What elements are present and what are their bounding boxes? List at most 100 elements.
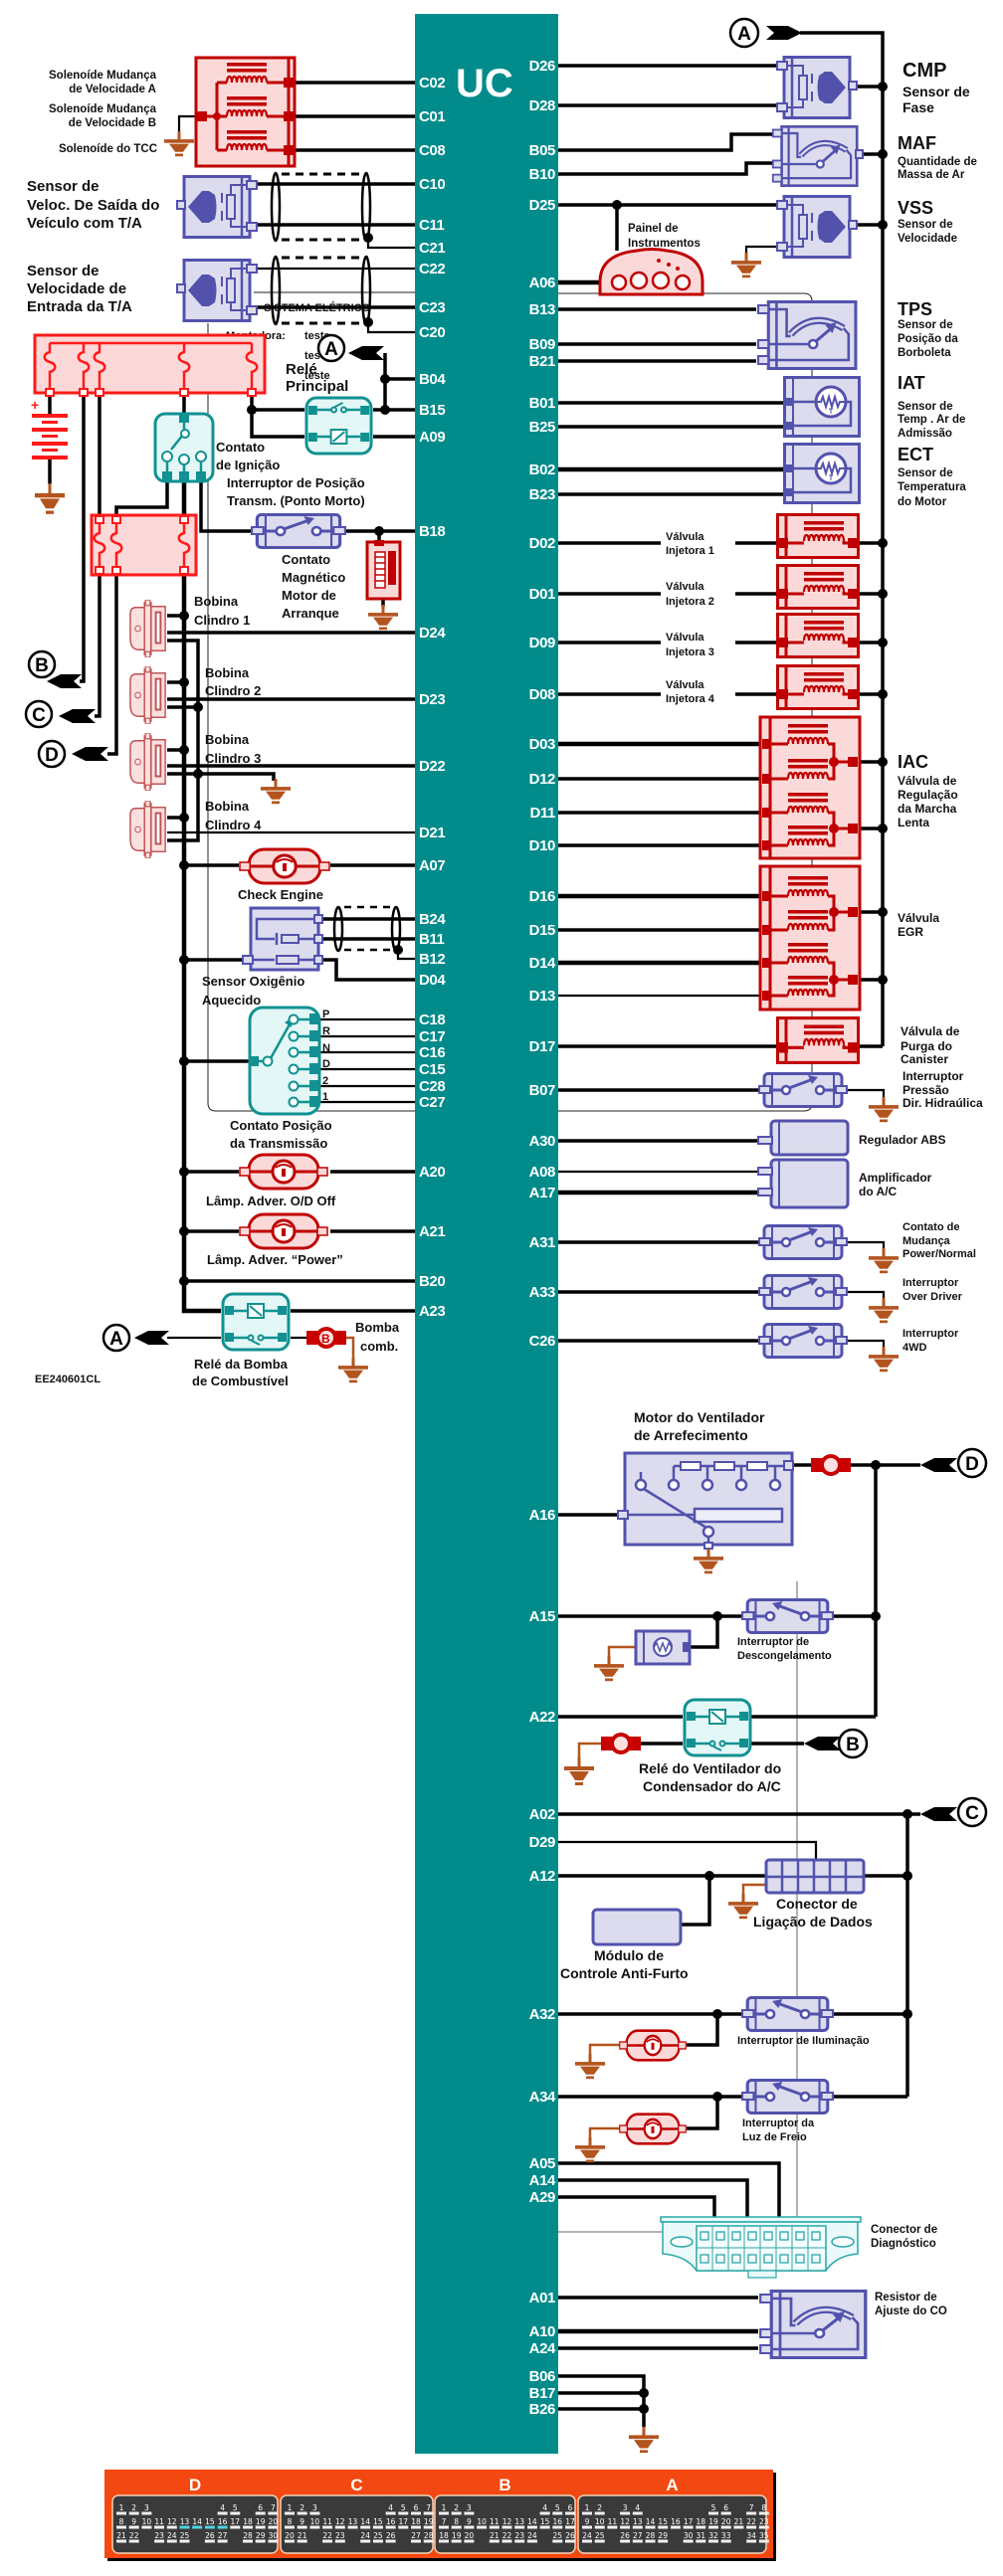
label-ignition-switch: Contato <box>216 440 265 455</box>
connector-pin <box>565 2539 575 2543</box>
label-purge: Purga do <box>901 1039 952 1053</box>
connector-pin-number: 26 <box>386 2531 396 2540</box>
heated-oxygen-sensor <box>242 906 323 972</box>
label-trans-range-switch: da Transmissão <box>230 1136 327 1151</box>
connector-pin <box>552 2511 563 2515</box>
connector-pin-number: 19 <box>424 2517 434 2526</box>
connector-pin <box>385 2525 396 2529</box>
connector-ref-c-left: C <box>24 699 96 729</box>
label-gear-position: N <box>322 1042 330 1054</box>
connector-pin-number: 22 <box>322 2531 332 2540</box>
connector-pin-number: 7 <box>271 2503 276 2512</box>
connector-pin-number: 4 <box>635 2503 640 2512</box>
connector-pin-number: 19 <box>708 2517 718 2526</box>
connector-pin-number: 8 <box>761 2503 766 2512</box>
connector-pin <box>552 2525 563 2529</box>
label-tps: Borboleta <box>898 347 951 359</box>
connector-pin-number: 4 <box>388 2503 393 2512</box>
label-co-resistor: Resistor de <box>875 2292 937 2303</box>
connector-letter: D <box>45 745 59 766</box>
ecu-pin-label: D01 <box>529 586 555 603</box>
ignition-coil-2 <box>129 666 167 724</box>
ecu-pin-label: A29 <box>529 2189 555 2206</box>
label-power-lamp: Lâmp. Adver. “Power” <box>207 1252 343 1267</box>
connector-pin-number: 7 <box>442 2517 447 2526</box>
connector-pin-number: 17 <box>231 2517 241 2526</box>
connector-pin <box>439 2511 449 2515</box>
ecu-pin-label: D03 <box>529 736 555 753</box>
label-defrost: Descongelamento <box>737 1650 832 1662</box>
connector-pin-number: 15 <box>658 2517 668 2526</box>
shielded-cable <box>270 171 372 326</box>
label-power-normal: Power/Normal <box>903 1248 976 1260</box>
connector-pin-number: 26 <box>620 2531 630 2540</box>
label-immobilizer: Controle Anti-Furto <box>560 1965 689 1981</box>
ecu-pin-label: C16 <box>419 1044 445 1061</box>
label-solenoid-a: Solenoíde Mudança <box>49 70 157 82</box>
connector-pin-number: 18 <box>411 2517 421 2526</box>
label-vss: Velocidade <box>898 233 957 245</box>
defrost-switch <box>741 1598 834 1634</box>
connector-pin <box>423 2525 434 2529</box>
connector-pin <box>720 2539 731 2543</box>
output-speed-sensor <box>176 175 258 239</box>
neutral-position-switch <box>251 513 346 549</box>
label-condenser-relay: Relé do Ventilador do <box>639 1760 781 1776</box>
connector-pin-number: 15 <box>373 2517 383 2526</box>
connector-pin-number: 2 <box>131 2503 136 2512</box>
connector-pin-number: 24 <box>582 2531 592 2540</box>
connector-pin <box>582 2539 592 2543</box>
fuse-box-secondary <box>90 513 198 577</box>
ecu-pin-label: A02 <box>529 1806 555 1823</box>
connector-pin-number: 28 <box>646 2531 656 2540</box>
label-injector-3: Injetora 3 <box>666 646 714 658</box>
connector-letter: A <box>109 1329 123 1350</box>
connector-pin-number: 25 <box>180 2531 190 2540</box>
ecu-pin-label: D16 <box>529 888 555 905</box>
connector-pin <box>217 2539 228 2543</box>
label-starter-contact: Magnético <box>282 570 345 585</box>
label-condenser-relay: Condensador do A/C <box>643 1778 781 1794</box>
connector-pin <box>411 2539 421 2543</box>
connector-pin <box>539 2511 550 2515</box>
fuel-injector-4 <box>778 666 859 709</box>
label-coil-3: Bobina <box>205 732 250 747</box>
connector-pin-number: 25 <box>373 2531 383 2540</box>
connector-letter: A <box>324 339 338 360</box>
connector-pin <box>502 2539 512 2543</box>
connector-pin <box>372 2539 383 2543</box>
ignition-coil-3 <box>129 733 167 791</box>
ecu-pin-label: A17 <box>529 1185 555 1201</box>
label-solenoid-b: Solenoíde Mudança <box>49 103 157 115</box>
ecu-pin-label: C11 <box>419 217 445 234</box>
ecu-title: UC <box>456 62 513 105</box>
connector-letter: D <box>965 1454 979 1475</box>
connector-pin <box>746 2539 757 2543</box>
wiring <box>48 31 920 2427</box>
connector-pin-number: 6 <box>723 2503 728 2512</box>
ground-icon <box>164 131 194 158</box>
condenser-fan-motor <box>601 1733 641 1754</box>
connector-pin-number: 12 <box>620 2517 630 2526</box>
illumination-switch <box>741 1996 834 2032</box>
illumination-lamp <box>619 2029 687 2062</box>
connector-pin-number: 13 <box>348 2517 358 2526</box>
connector-pin <box>451 2525 462 2529</box>
connector-pin <box>116 2539 126 2543</box>
connector-block-b <box>434 2494 576 2554</box>
label-coil-4: Clindro 4 <box>205 818 262 832</box>
connector-pin-number: 11 <box>322 2517 332 2526</box>
connector-pin <box>645 2525 656 2529</box>
connector-letter: B <box>846 1735 860 1755</box>
label-output-speed-sensor: Veloc. De Saída do <box>27 197 159 214</box>
label-maf-abbr: MAF <box>898 133 936 153</box>
connector-pin-number: 23 <box>154 2531 164 2540</box>
connector-pin-number: 6 <box>414 2503 419 2512</box>
connector-pin-number: 19 <box>452 2531 462 2540</box>
connector-pin-number: 34 <box>746 2531 756 2540</box>
connector-pin <box>746 2511 757 2515</box>
connector-pin-number: 18 <box>243 2517 253 2526</box>
connector-block-name: C <box>350 2476 362 2494</box>
label-gear-position: 1 <box>322 1091 328 1103</box>
connector-pin <box>334 2539 345 2543</box>
